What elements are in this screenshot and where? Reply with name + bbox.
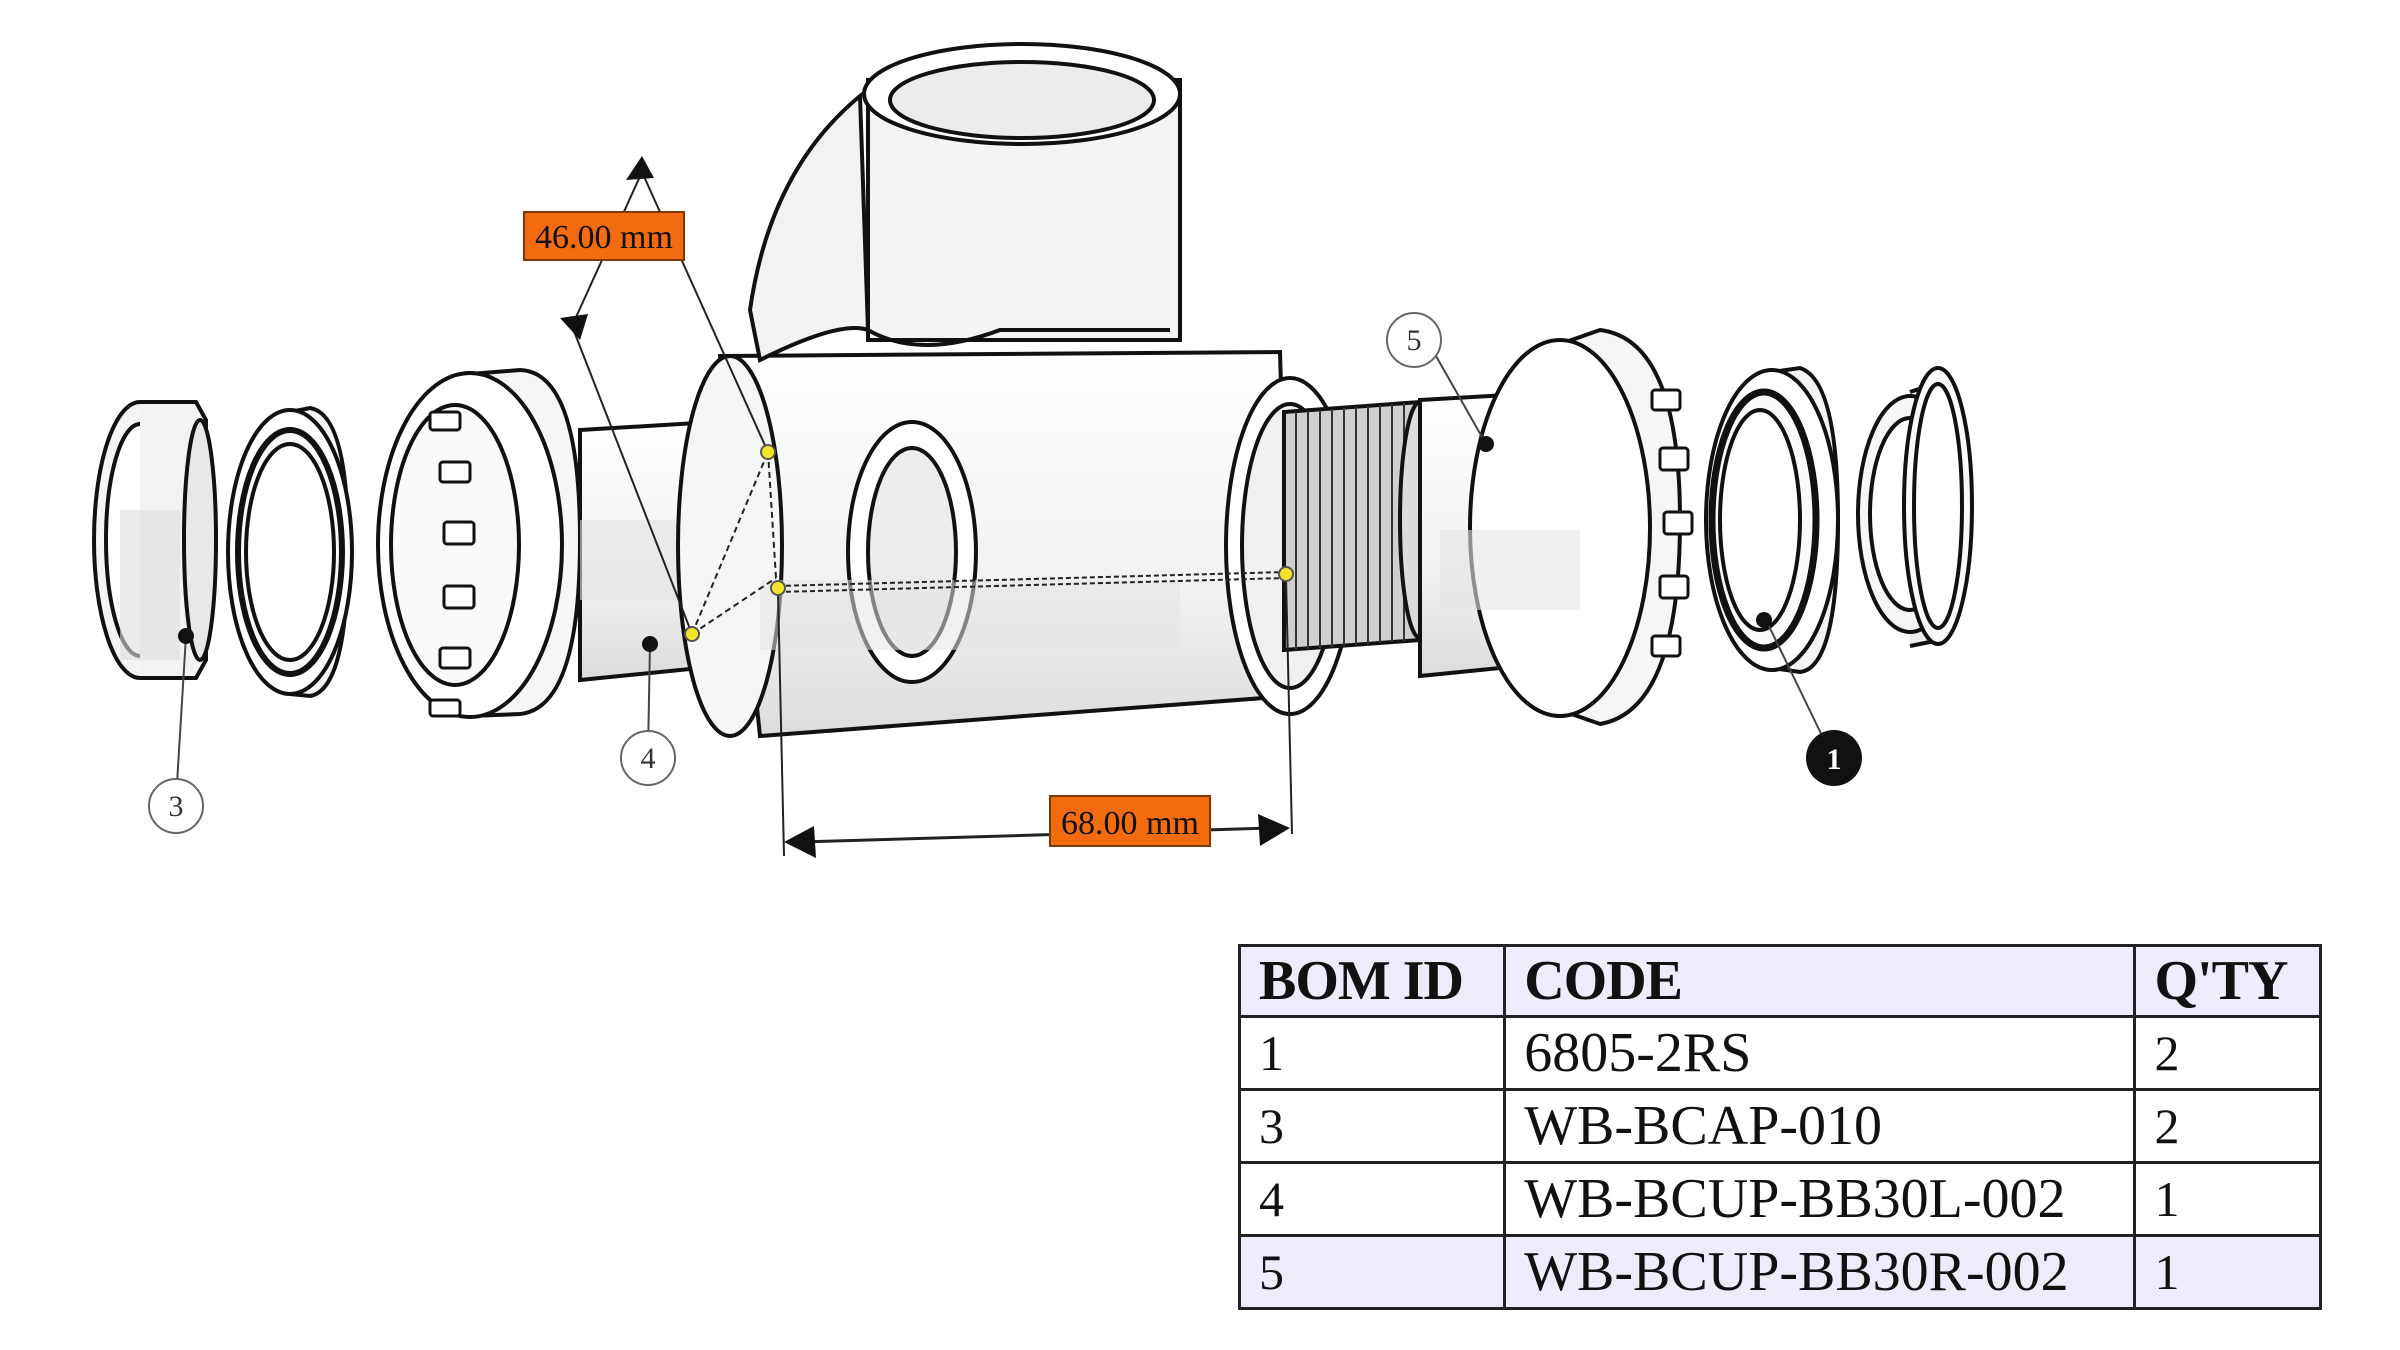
bom-qty-cell: 2 (2133, 1088, 2322, 1164)
bom-header-row: BOM ID CODE Q'TY (1237, 944, 2322, 1018)
bom-code-cell: WB-BCUP-BB30L-002 (1503, 1161, 2137, 1237)
dimension-46mm-label: 46.00 mm (523, 211, 685, 261)
bom-row-highlighted: 5 WB-BCUP-BB30R-002 1 (1237, 1234, 2322, 1310)
callout-4: 4 (620, 730, 676, 786)
bom-code-cell: WB-BCAP-010 (1503, 1088, 2137, 1164)
bottom-bracket-shell (676, 42, 1356, 739)
bearing-cap-right (1856, 366, 1974, 648)
bom-id-cell: 5 (1237, 1234, 1507, 1310)
svg-text:4: 4 (641, 742, 656, 775)
svg-text:1: 1 (1827, 743, 1842, 776)
svg-text:46.00 mm: 46.00 mm (535, 219, 673, 256)
bearing-cup-right (1282, 327, 1694, 727)
dimension-68mm-label: 68.00 mm (1049, 795, 1211, 847)
bom-row: 4 WB-BCUP-BB30L-002 1 (1237, 1161, 2322, 1237)
bom-id-cell: 1 (1237, 1015, 1507, 1091)
bom-header-code: CODE (1503, 944, 2137, 1018)
bearing-left (226, 405, 354, 699)
bom-qty-cell: 2 (2133, 1015, 2322, 1091)
bom-row: 1 6805-2RS 2 (1237, 1015, 2322, 1091)
angular-dimension-arrows (560, 156, 654, 340)
bearing-right (1704, 365, 1841, 675)
svg-text:68.00 mm: 68.00 mm (1061, 805, 1199, 842)
bom-header-qty: Q'TY (2133, 944, 2322, 1018)
bom-table: BOM ID CODE Q'TY 1 6805-2RS 2 3 WB-BCAP-… (1237, 944, 2322, 1310)
svg-text:5: 5 (1407, 324, 1422, 357)
bearing-cap-left (92, 400, 218, 680)
bom-id-cell: 3 (1237, 1088, 1507, 1164)
bom-code-cell: WB-BCUP-BB30R-002 (1503, 1234, 2137, 1310)
bom-qty-cell: 1 (2133, 1234, 2322, 1310)
bom-header-id: BOM ID (1237, 944, 1507, 1018)
leader-dots (178, 436, 1772, 652)
callout-3: 3 (148, 778, 204, 834)
bom-code-cell: 6805-2RS (1503, 1015, 2137, 1091)
linear-dimension-arrows (784, 814, 1290, 858)
measurement-points (684, 444, 1294, 642)
svg-text:3: 3 (169, 790, 184, 823)
callout-5: 5 (1386, 312, 1442, 368)
bom-qty-cell: 1 (2133, 1161, 2322, 1237)
bom-id-cell: 4 (1237, 1161, 1507, 1237)
bom-row: 3 WB-BCAP-010 2 (1237, 1088, 2322, 1164)
callout-1: 1 (1806, 730, 1862, 786)
